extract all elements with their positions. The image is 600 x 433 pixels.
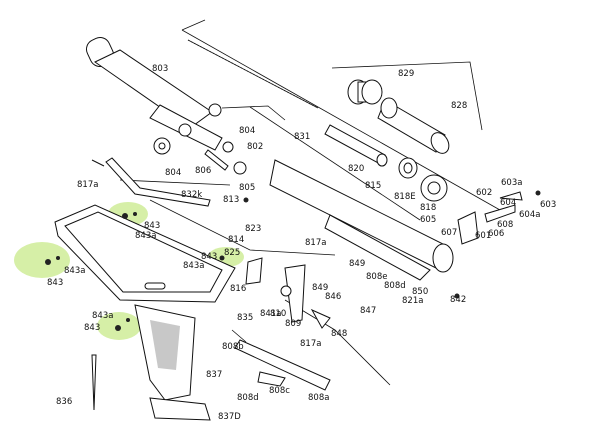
label-825: 825 xyxy=(224,248,240,258)
part-pin-836 xyxy=(91,354,97,411)
part-labels: 803 829 828 804 831 802 804 806 820 817a… xyxy=(47,64,556,422)
label-603a: 603a xyxy=(501,178,522,188)
label-818: 818 xyxy=(420,203,436,213)
label-808b: 808b xyxy=(222,342,244,352)
label-850: 850 xyxy=(412,287,428,297)
label-848: 848 xyxy=(331,329,347,339)
label-836: 836 xyxy=(56,397,72,407)
label-606: 606 xyxy=(488,229,504,239)
label-823: 823 xyxy=(245,224,261,234)
part-rod-820 xyxy=(324,124,388,167)
label-843a-mid: 843a xyxy=(183,261,204,271)
label-605: 605 xyxy=(420,215,436,225)
label-817a-top: 817a xyxy=(77,180,98,190)
label-808a: 808a xyxy=(308,393,329,403)
label-815: 815 xyxy=(365,181,381,191)
label-802: 802 xyxy=(247,142,263,152)
label-602: 602 xyxy=(476,188,492,198)
label-832k: 832k xyxy=(181,190,202,200)
label-843-left: 843 xyxy=(47,278,63,288)
label-817a-mid: 817a xyxy=(305,238,326,248)
label-604a: 604a xyxy=(519,210,540,220)
label-604: 604 xyxy=(500,198,516,208)
part-barrel-803 xyxy=(85,37,223,151)
label-843-bottom: 843 xyxy=(84,323,100,333)
label-804-bottom: 804 xyxy=(165,168,181,178)
part-frame-835 xyxy=(54,204,236,303)
label-843a-bottom: 843a xyxy=(92,311,113,321)
part-safety-group xyxy=(457,191,523,245)
label-808c: 808c xyxy=(269,386,290,396)
label-841a: 841a xyxy=(260,309,281,319)
part-spring-831 xyxy=(187,39,319,109)
label-843a-top: 843a xyxy=(135,231,156,241)
label-816: 816 xyxy=(230,284,246,294)
label-806: 806 xyxy=(195,166,211,176)
label-805: 805 xyxy=(239,183,255,193)
part-screws xyxy=(45,190,541,331)
label-818e: 818E xyxy=(394,192,416,202)
part-cylinder-815 xyxy=(269,159,454,281)
highlight-screw-843-left xyxy=(14,242,70,278)
label-846: 846 xyxy=(325,292,341,302)
label-842: 842 xyxy=(450,295,466,305)
label-809: 809 xyxy=(285,319,301,329)
label-601: 601 xyxy=(475,231,491,241)
label-808d: 808d xyxy=(384,281,406,291)
part-trigger-group xyxy=(245,257,331,329)
part-lever-832k xyxy=(91,157,211,207)
part-818 xyxy=(420,174,448,202)
label-608: 608 xyxy=(497,220,513,230)
label-831: 831 xyxy=(294,132,310,142)
label-843-top: 843 xyxy=(144,221,160,231)
label-820: 820 xyxy=(348,164,364,174)
label-821a: 821a xyxy=(402,296,423,306)
label-843-mid: 843 xyxy=(201,252,217,262)
part-808-series xyxy=(231,329,331,391)
label-828: 828 xyxy=(451,101,467,111)
label-810: 810 xyxy=(270,309,286,319)
label-837d: 837D xyxy=(218,412,241,422)
label-849-mid: 849 xyxy=(312,283,328,293)
part-base-837d xyxy=(149,397,211,421)
label-835: 835 xyxy=(237,313,253,323)
part-grip-837 xyxy=(134,304,196,401)
part-pin-806 xyxy=(204,149,229,171)
label-837: 837 xyxy=(206,370,222,380)
label-817a-bottom: 817a xyxy=(300,339,321,349)
label-814: 814 xyxy=(228,235,244,245)
label-847: 847 xyxy=(360,306,376,316)
part-seal-829 xyxy=(347,79,383,105)
part-818e xyxy=(398,157,418,179)
label-843a-left: 843a xyxy=(64,266,85,276)
label-803: 803 xyxy=(152,64,168,74)
label-849-top: 849 xyxy=(349,259,365,269)
part-804-washers xyxy=(153,103,247,175)
label-603: 603 xyxy=(540,200,556,210)
part-piston-828 xyxy=(377,97,450,154)
label-808e: 808e xyxy=(366,272,387,282)
label-607: 607 xyxy=(441,228,457,238)
label-804-top: 804 xyxy=(239,126,255,136)
label-829: 829 xyxy=(398,69,414,79)
label-813: 813 xyxy=(223,195,239,205)
label-808d-bottom: 808d xyxy=(237,393,259,403)
